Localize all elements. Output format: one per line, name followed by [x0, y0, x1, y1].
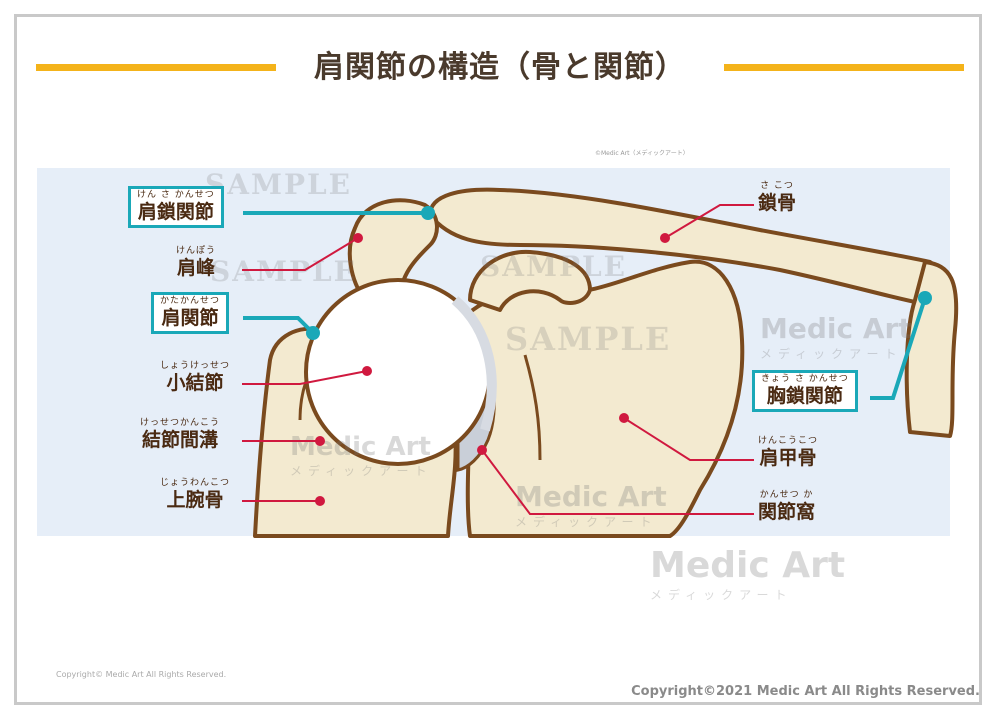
- leader-sternoclavicular: [870, 297, 927, 400]
- footer-copyright: Copyright©2021 Medic Art All Rights Rese…: [631, 684, 980, 699]
- term-scapula: 肩甲骨: [759, 447, 817, 469]
- term-humerus: 上腕骨: [166, 489, 224, 511]
- watermark-sample-2: SAMPLE: [210, 255, 358, 288]
- small-credit: ©Medic Art（メディックアート）: [595, 150, 689, 157]
- term-shoulder-joint: 肩関節: [161, 307, 219, 329]
- ruby-humerus: じょうわんこつ: [160, 478, 231, 488]
- watermark-brand-1-text: Medic Art: [760, 312, 912, 345]
- label-scapula: けんこうこつ 肩甲骨: [758, 436, 818, 469]
- term-clavicle: 鎖骨: [758, 192, 797, 214]
- label-clavicle: さ こつ 鎖骨: [758, 181, 796, 214]
- watermark-brand-4: Medic Art メディックアート: [650, 545, 845, 603]
- term-sternoclavicular: 胸鎖関節: [766, 385, 843, 407]
- watermark-brand-2-text: Medic Art: [290, 432, 431, 462]
- label-shoulder-joint: かたかんせつ 肩関節: [151, 292, 230, 334]
- watermark-brand-3-text: Medic Art: [515, 480, 667, 513]
- label-lesser-tubercle: しょうけっせつ 小結節: [160, 361, 230, 394]
- marker-humerus: [315, 496, 325, 506]
- title-rule-right: [724, 64, 964, 71]
- ruby-clavicle: さ こつ: [760, 181, 794, 191]
- ruby-lesser-tubercle: しょうけっせつ: [160, 361, 231, 371]
- term-lesser-tubercle: 小結節: [166, 372, 224, 394]
- label-intertubercular-groove: けっせつかんこう 結節間溝: [140, 418, 220, 451]
- coracoid-shape: [468, 249, 592, 312]
- marker-scapula: [619, 413, 629, 423]
- watermark-sample-3: SAMPLE: [480, 250, 628, 283]
- marker-clavicle: [660, 233, 670, 243]
- humeral-head-shade: [451, 296, 497, 432]
- term-acromioclavicular: 肩鎖関節: [137, 201, 214, 223]
- marker-sternoclavicular: [918, 291, 932, 305]
- ruby-glenoid: かんせつ か: [759, 490, 814, 500]
- ruby-scapula: けんこうこつ: [758, 436, 819, 446]
- watermark-brand-1: Medic Art メディックアート: [760, 312, 912, 362]
- watermark-sample-4: SAMPLE: [505, 320, 672, 358]
- leader-scapula: [623, 417, 754, 461]
- footer-copyright-small: Copyright© Medic Art All Rights Reserved…: [56, 670, 227, 679]
- ruby-shoulder-joint: かたかんせつ: [160, 296, 221, 306]
- watermark-brand-3-kana: メディックアート: [515, 515, 658, 529]
- watermark-brand-1-kana: メディックアート: [760, 347, 903, 361]
- title-rule-left: [36, 64, 276, 71]
- leader-lesser-tubercle: [242, 370, 368, 385]
- marker-intertubercular: [315, 436, 325, 446]
- scapula-spine-line: [523, 354, 542, 461]
- leader-clavicle: [664, 204, 754, 239]
- watermark-sample-1: SAMPLE: [205, 168, 353, 201]
- term-intertubercular: 結節間溝: [142, 429, 219, 451]
- page-title: 肩関節の構造（骨と関節）: [0, 42, 1000, 86]
- leader-shoulder-joint: [243, 316, 315, 335]
- watermark-brand-4-text: Medic Art: [650, 545, 846, 586]
- page-frame: [14, 14, 982, 705]
- term-acromion: 肩峰: [177, 257, 216, 279]
- ruby-acromion: けんぽう: [176, 246, 217, 256]
- label-humerus: じょうわんこつ 上腕骨: [160, 478, 230, 511]
- marker-acromion: [353, 233, 363, 243]
- label-sternoclavicular-joint: きょう さ かんせつ 胸鎖関節: [752, 370, 858, 412]
- label-acromioclavicular-joint: けん さ かんせつ 肩鎖関節: [128, 186, 224, 228]
- ruby-acromioclavicular: けん さ かんせつ: [137, 190, 215, 200]
- marker-acromioclavicular: [421, 206, 435, 220]
- leader-glenoid: [481, 449, 754, 515]
- title-rule: [36, 64, 964, 72]
- marker-glenoid: [477, 445, 487, 455]
- term-glenoid: 関節窩: [758, 501, 816, 523]
- marker-shoulder-joint: [306, 326, 320, 340]
- watermark-brand-4-kana: メディックアート: [650, 588, 793, 602]
- ruby-intertubercular: けっせつかんこう: [140, 418, 221, 428]
- label-glenoid-fossa: かんせつ か 関節窩: [758, 490, 815, 523]
- marker-lesser-tubercle: [362, 366, 372, 376]
- leader-acromion: [242, 237, 359, 271]
- watermark-brand-2-kana: メディックアート: [290, 464, 433, 478]
- ruby-sternoclavicular: きょう さ かんせつ: [761, 374, 849, 384]
- watermark-brand-2: Medic Art メディックアート: [290, 432, 432, 479]
- label-acromion: けんぽう 肩峰: [176, 246, 216, 279]
- watermark-brand-3: Medic Art メディックアート: [515, 480, 667, 530]
